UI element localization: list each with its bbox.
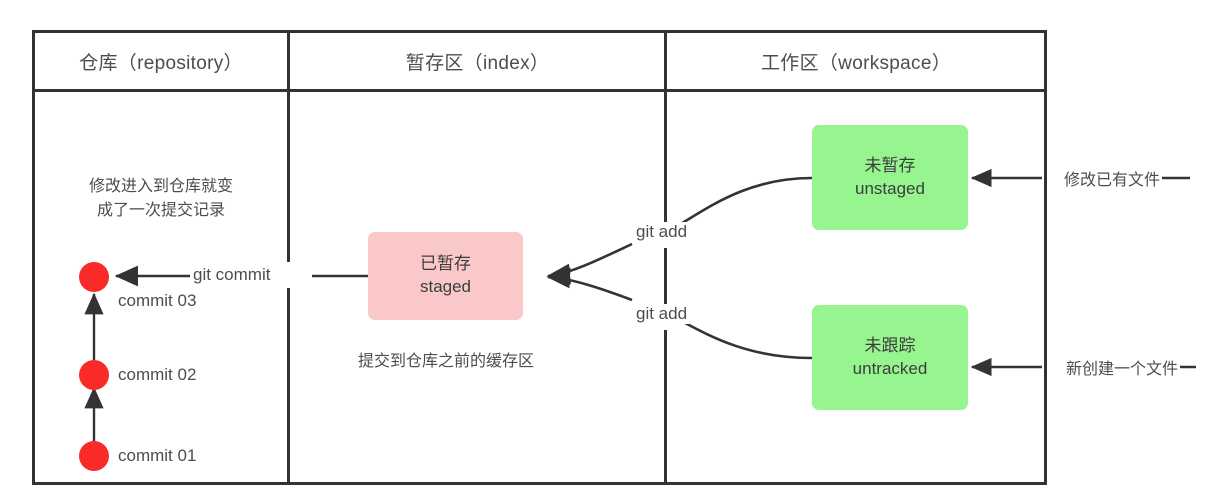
- git-add-unstaged-label: git add: [633, 222, 691, 242]
- repository-note: 修改进入到仓库就变 成了一次提交记录: [33, 175, 289, 223]
- git-add-untracked-arrow-head: [546, 267, 633, 302]
- commit-node-01: [79, 441, 109, 471]
- untracked-box-label-cn: 未跟踪: [864, 335, 916, 355]
- commit-node-02: [79, 360, 109, 390]
- column-header-repository: 仓库（repository）: [79, 53, 243, 74]
- staged-box-label-cn: 已暂存: [420, 254, 471, 274]
- commit-label-02: commit 02: [118, 365, 197, 384]
- repository-note-line-1: 修改进入到仓库就变: [88, 178, 233, 195]
- staged-box-label-en: staged: [419, 277, 472, 296]
- annotation-arrows: [970, 168, 1196, 377]
- unstaged-box-label-cn: 未暂存: [864, 155, 916, 175]
- git-add-arrows: [546, 176, 813, 360]
- commit-node-03: [79, 262, 109, 292]
- git-add-untracked-label: git add: [633, 304, 691, 324]
- commit-label-01: commit 01: [118, 446, 197, 465]
- commit-chain: [79, 262, 109, 471]
- untracked-box-label-en: untracked: [852, 358, 928, 378]
- repository-note-line-2: 成了一次提交记录: [96, 202, 225, 219]
- commit-label-03: commit 03: [118, 291, 197, 310]
- git-commit-label: git commit: [190, 265, 274, 285]
- create-new-file-label: 新创建一个文件: [1064, 355, 1181, 379]
- unstaged-box[interactable]: 未暂存 unstaged: [812, 125, 968, 230]
- table-frame: [32, 30, 1047, 485]
- column-header-index: 暂存区（index）: [405, 53, 550, 74]
- modify-existing-file-label: 修改已有文件: [1062, 166, 1163, 190]
- column-header-workspace: 工作区（workspace）: [760, 53, 952, 74]
- untracked-box[interactable]: 未跟踪 untracked: [812, 305, 968, 410]
- git-add-unstaged-arrow-head: [546, 242, 633, 285]
- staged-box[interactable]: 已暂存 staged: [368, 232, 523, 320]
- unstaged-box-label-en: unstaged: [855, 178, 925, 198]
- index-caption: 提交到仓库之前的缓存区: [357, 353, 534, 370]
